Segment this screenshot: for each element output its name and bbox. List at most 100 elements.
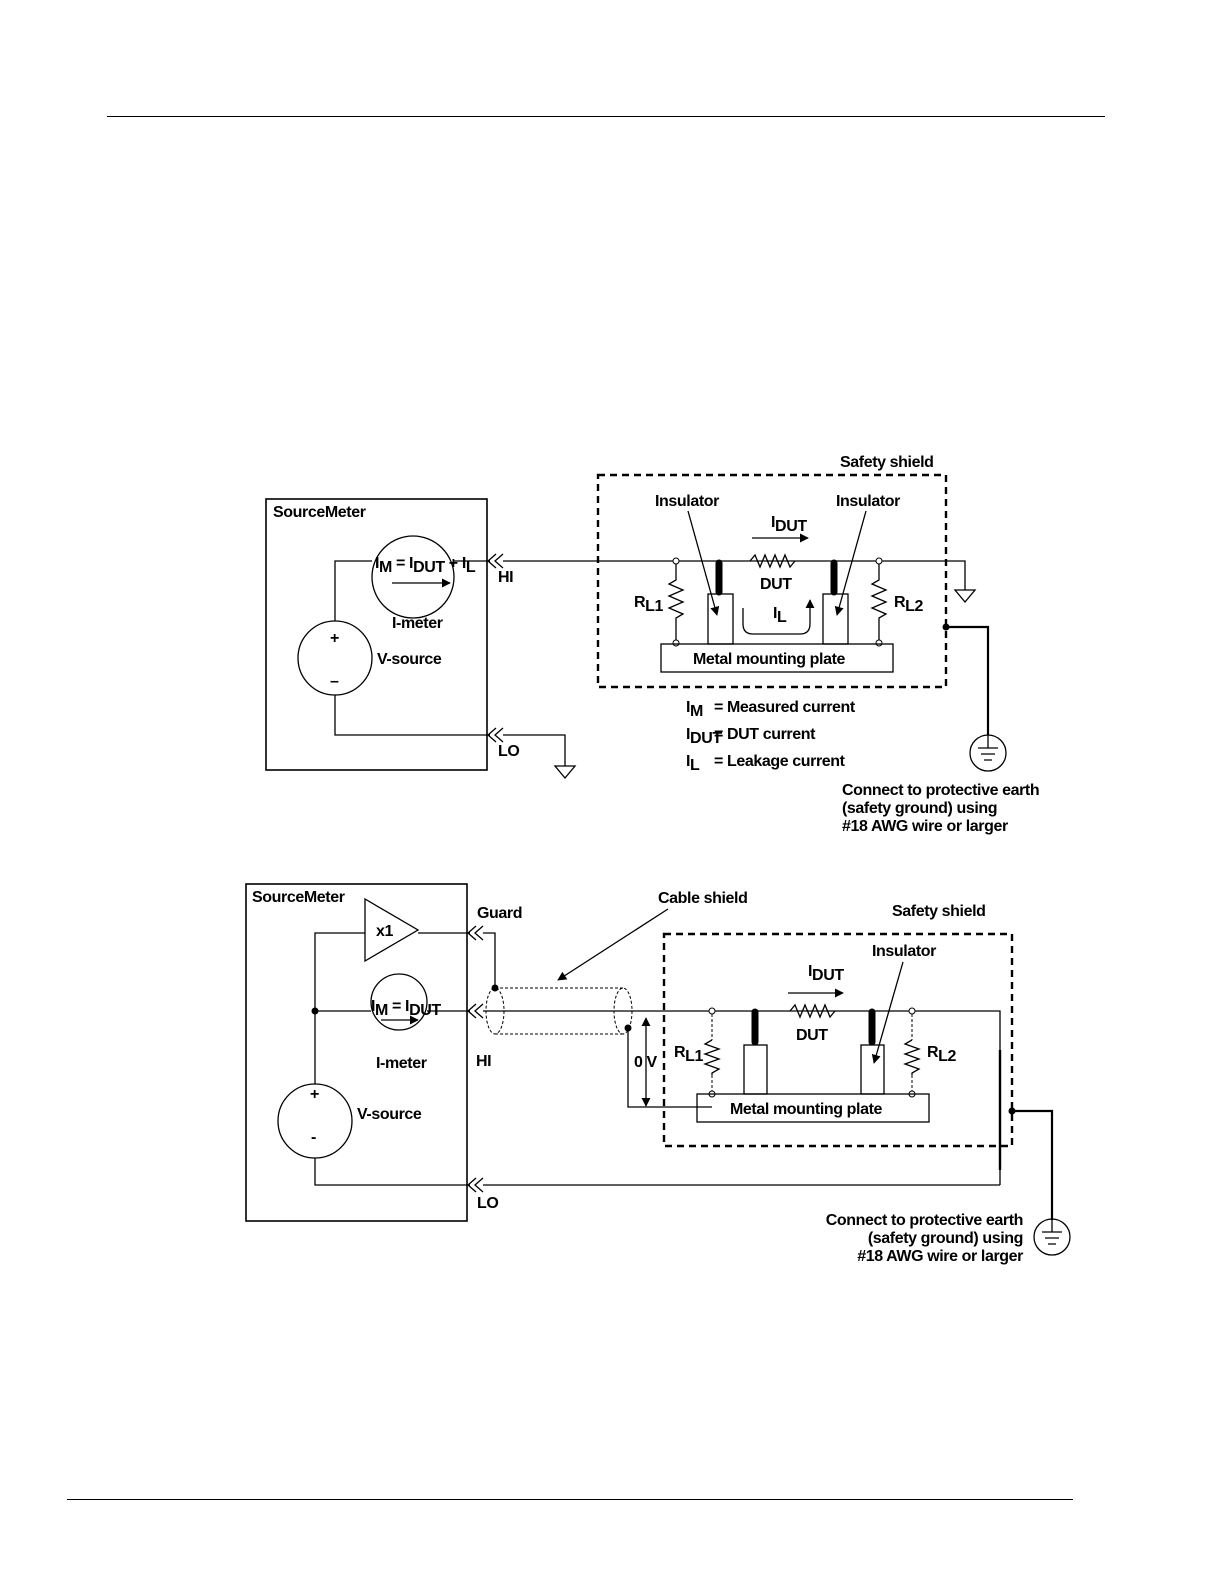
rl2-top-node <box>875 557 883 565</box>
rl2-top-node <box>908 1007 916 1015</box>
im-equation: IM = IDUT <box>371 998 441 1019</box>
protective-earth-icon <box>1033 1218 1071 1256</box>
rl2-label: RL2 <box>927 1044 957 1065</box>
earth-wire <box>1012 1109 1054 1220</box>
v-to-imeter-wire <box>334 560 372 621</box>
idut-label: IDUT <box>808 963 844 984</box>
v-to-lo-wire <box>314 1158 470 1186</box>
zero-volt-label: 0 V <box>634 1054 658 1071</box>
legend-il: IL= Leakage current <box>686 753 846 774</box>
guarded-leakage-diagram: SourceMeter x1 IM = IDUT I-meter + - V-s… <box>245 883 1071 1265</box>
insulator-label: Insulator <box>872 943 936 960</box>
metal-plate-label: Metal mounting plate <box>730 1101 883 1118</box>
il-arrow <box>742 599 815 635</box>
rl2-resistor <box>870 564 888 640</box>
dut-label: DUT <box>760 576 792 593</box>
bottom-rule <box>67 1499 1073 1500</box>
buffer-input-wire <box>314 932 365 1011</box>
i-meter-circle <box>371 535 455 619</box>
insulator-pointer <box>871 961 904 1064</box>
metal-plate <box>660 643 894 673</box>
safety-shield <box>596 473 948 689</box>
cable-shield-pointer <box>557 908 669 981</box>
lo-label: LO <box>477 1195 498 1212</box>
idut-label: IDUT <box>771 514 807 535</box>
sourcemeter-box <box>265 498 488 771</box>
sourcemeter-label: SourceMeter <box>273 504 366 521</box>
guard-label: Guard <box>477 905 522 922</box>
safety-shield <box>662 932 1014 1148</box>
hi-wire <box>503 560 966 590</box>
v-source-label: V-source <box>357 1106 422 1123</box>
rl2-label: RL2 <box>894 594 924 615</box>
guard-to-plate-wire <box>627 1028 712 1108</box>
metal-plate-label: Metal mounting plate <box>693 651 846 668</box>
guard-terminal-icon <box>467 925 484 941</box>
insulator-post-right <box>860 1044 885 1095</box>
rl1-resistor <box>703 1039 721 1075</box>
v-source-minus: - <box>311 1129 316 1146</box>
insulator-left-label: Insulator <box>655 493 719 510</box>
sourcemeter-label: SourceMeter <box>252 889 345 906</box>
earth-symbol <box>978 735 998 761</box>
hi-terminal-icon <box>467 1003 484 1019</box>
buffer-label: x1 <box>376 923 393 940</box>
hi-label: HI <box>476 1053 491 1070</box>
chassis-ground-icon <box>553 765 577 780</box>
rl1-label: RL1 <box>674 1044 704 1065</box>
insulator-post-left <box>743 1044 768 1095</box>
safety-shield-label: Safety shield <box>892 903 986 920</box>
v-source-minus: – <box>330 673 339 690</box>
metal-plate <box>696 1093 930 1123</box>
earth-wire <box>946 625 990 735</box>
rl1-bottom-node <box>672 639 680 647</box>
hi-terminal-icon <box>487 553 504 569</box>
legend-idut: IDUT= DUT current <box>686 726 816 747</box>
earth-note-line3: #18 AWG wire or larger <box>857 1248 1023 1265</box>
dut-label: DUT <box>796 1027 828 1044</box>
earth-note-line2: (safety ground) using <box>842 800 997 817</box>
sourcemeter-box <box>245 883 468 1222</box>
rl1-top-node <box>672 557 680 565</box>
buffer-amplifier <box>364 897 420 963</box>
rl1-resistor <box>667 564 685 640</box>
v-source-plus: + <box>310 1086 319 1103</box>
insulator-right-label: Insulator <box>836 493 900 510</box>
insulator-right-pointer <box>834 510 867 616</box>
earth-note-line3: #18 AWG wire or larger <box>842 818 1008 835</box>
insulator-post-right <box>822 593 849 645</box>
il-label: IL <box>773 605 787 626</box>
earth-note-line1: Connect to protective earth <box>842 782 1039 799</box>
guard-wire <box>483 932 496 988</box>
cable-shield-label: Cable shield <box>658 890 747 907</box>
lo-ground-wire <box>503 734 566 766</box>
v-source-label: V-source <box>377 651 442 668</box>
lo-terminal-icon <box>467 1177 484 1193</box>
safety-shield-label: Safety shield <box>840 454 934 471</box>
earth-note-line2: (safety ground) using <box>868 1230 1023 1247</box>
v-source-plus: + <box>330 630 339 647</box>
insulator-left-pointer <box>687 510 720 616</box>
rl1-label: RL1 <box>634 594 664 615</box>
dut-resistor <box>789 1003 836 1019</box>
rl1-top-node <box>708 1007 716 1015</box>
top-rule <box>107 116 1105 117</box>
im-equation: IM = IDUT + IL <box>375 555 476 576</box>
lo-terminal-icon <box>487 727 504 743</box>
i-meter-label: I-meter <box>392 615 443 632</box>
hi-label: HI <box>498 569 513 586</box>
earth-note-line1: Connect to protective earth <box>826 1212 1023 1229</box>
chassis-ground-icon <box>953 589 977 604</box>
insulator-post-left <box>707 593 734 645</box>
dut-resistor <box>749 553 796 569</box>
earth-symbol <box>1042 1220 1062 1245</box>
rl2-resistor <box>903 1039 921 1075</box>
v-to-lo-wire <box>334 695 490 736</box>
rl2-bottom-node <box>875 639 883 647</box>
legend-im: IM= Measured current <box>686 699 856 720</box>
hi-wire <box>483 1010 1001 1185</box>
i-meter-label: I-meter <box>376 1055 427 1072</box>
lo-label: LO <box>498 743 519 760</box>
unguarded-leakage-diagram: SourceMeter IM = IDUT + IL I-meter + – V… <box>265 454 1040 835</box>
i-meter-circle <box>370 973 428 1031</box>
